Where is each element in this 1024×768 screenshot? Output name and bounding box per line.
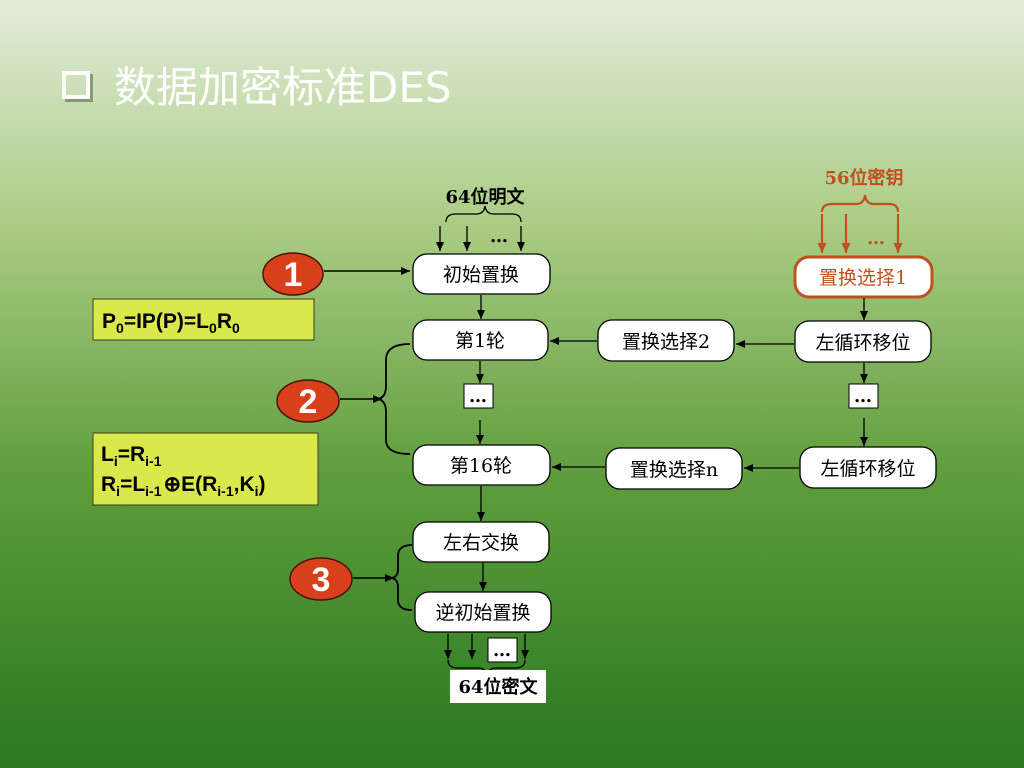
node-key-ellipsis: …	[848, 383, 879, 409]
formula-round-line1: Li=Ri-1	[101, 443, 162, 469]
node-inverse-permutation: 逆初始置换	[414, 591, 552, 633]
formula-box-ip: P0=IP(P)=L0R0	[92, 298, 315, 341]
step-marker-2-label: 2	[299, 383, 318, 421]
node-initial-permutation-label: 初始置换	[443, 264, 519, 286]
node-pc2: 置换选择2	[597, 319, 735, 362]
title-text: 数据加密标准DES	[114, 62, 452, 112]
node-left-shift-1: 左循环移位	[794, 320, 932, 363]
slide-title: 数据加密标准DES	[62, 52, 452, 116]
step-marker-1: 1	[262, 252, 324, 296]
node-left-shift-2-label: 左循环移位	[820, 458, 915, 480]
node-round-16: 第16轮	[412, 444, 551, 486]
ciphertext-box: 64位密文	[450, 670, 546, 703]
output-ellipsis-text: …	[493, 640, 511, 661]
ciphertext-label: 64位密文	[458, 676, 538, 698]
node-left-right-swap-label: 左右交换	[443, 532, 519, 554]
node-round-1-label: 第1轮	[455, 330, 505, 352]
node-pc2-label: 置换选择2	[622, 331, 710, 353]
node-left-shift-2: 左循环移位	[799, 446, 937, 489]
step-marker-2: 2	[276, 379, 340, 423]
checkbox-bullet-icon	[62, 71, 90, 99]
key-brace	[820, 194, 900, 213]
node-left-right-swap: 左右交换	[412, 521, 550, 563]
key-label: 56位密钥	[824, 167, 903, 189]
step-marker-3-label: 3	[312, 561, 331, 599]
key-ellipsis: …	[867, 228, 885, 249]
round-ellipsis-text: …	[469, 386, 487, 407]
node-round-ellipsis: …	[463, 383, 494, 409]
node-round-1: 第1轮	[412, 319, 549, 361]
node-round-16-label: 第16轮	[450, 455, 512, 477]
brace-final	[389, 544, 413, 611]
plaintext-ellipsis: …	[490, 226, 508, 247]
node-inverse-permutation-label: 逆初始置换	[435, 602, 530, 624]
output-ellipsis: …	[487, 637, 518, 663]
step-marker-3: 3	[289, 557, 353, 601]
node-pc1: 置换选择1	[793, 255, 934, 299]
plaintext-brace	[445, 205, 522, 223]
brace-rounds	[375, 343, 411, 455]
formula-ip: P0=IP(P)=L0R0	[102, 310, 240, 336]
node-pc1-label: 置换选择1	[819, 267, 907, 289]
node-pcn-label: 置换选择n	[630, 459, 718, 481]
node-initial-permutation: 初始置换	[412, 253, 551, 295]
node-pcn: 置换选择n	[605, 447, 743, 490]
key-schedule-ellipsis-text: …	[854, 386, 872, 407]
formula-round-line2: Ri=Li-1⊕E(Ri-1,Ki)	[101, 473, 266, 499]
plaintext-label: 64位明文	[445, 186, 525, 208]
node-left-shift-1-label: 左循环移位	[815, 332, 910, 354]
formula-box-round: Li=Ri-1 Ri=Li-1⊕E(Ri-1,Ki)	[92, 432, 319, 506]
step-marker-1-label: 1	[284, 256, 303, 294]
